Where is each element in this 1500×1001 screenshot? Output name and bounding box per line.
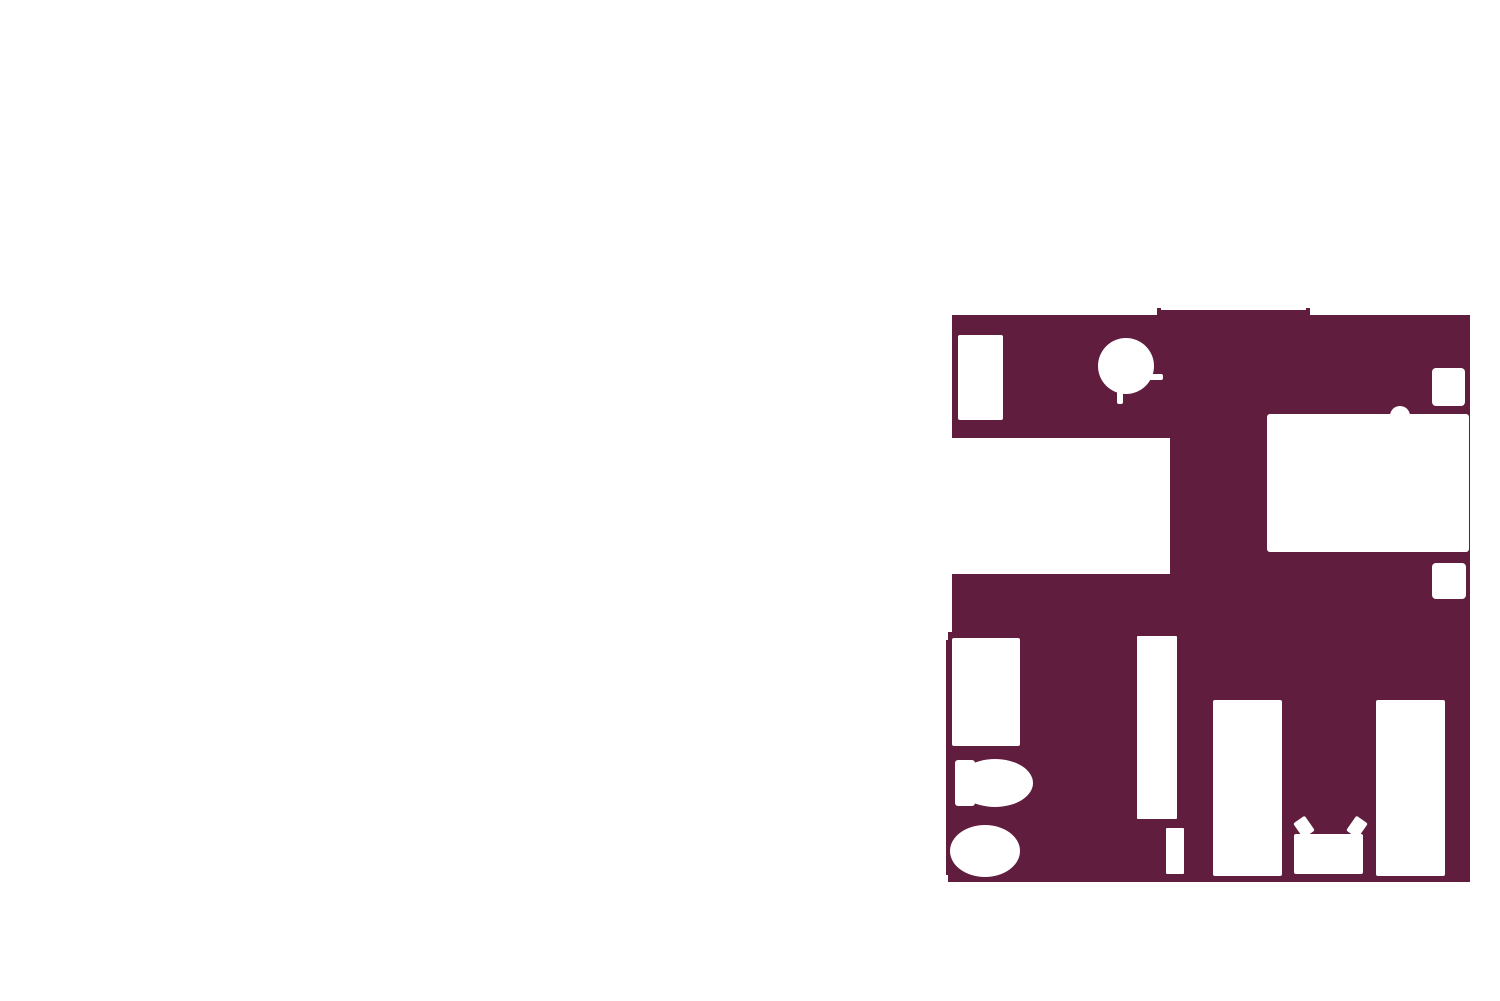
nightstand-icon-bottom xyxy=(1432,563,1466,599)
outer-left-wall xyxy=(946,640,950,875)
sink-icon xyxy=(950,825,1020,877)
bed-icon-right xyxy=(1376,700,1445,876)
bathtub-icon xyxy=(952,638,1020,746)
nightstand-icon xyxy=(1293,816,1368,874)
top-wall-gap xyxy=(1157,308,1310,322)
wall-ticks xyxy=(946,308,1470,882)
toilet-icon xyxy=(955,759,1033,807)
interior-wall-segments xyxy=(952,624,1470,638)
furniture xyxy=(950,335,1469,877)
shelf-icon xyxy=(1166,828,1184,874)
round-table-icon xyxy=(1098,338,1163,404)
bed-icon xyxy=(1267,406,1469,552)
wardrobe-icon xyxy=(958,335,1003,420)
bed-icon-left xyxy=(1213,700,1282,876)
partition-wall xyxy=(1186,632,1190,882)
closet-icon xyxy=(1137,636,1177,819)
nightstand-icon-top xyxy=(1432,368,1465,406)
upper-suite-floor xyxy=(952,315,1470,632)
